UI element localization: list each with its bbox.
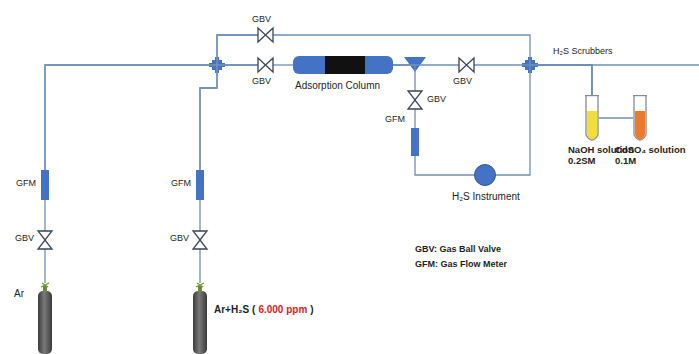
label-group: GBV [252, 76, 271, 86]
node-label: GBV [453, 76, 472, 86]
flow-meter-outline [411, 128, 419, 156]
gas-line [199, 200, 200, 231]
node-label: GBV [252, 14, 271, 24]
gas-line [200, 65, 258, 170]
ball-valve: GBV [258, 28, 273, 42]
scrubber-vial: CdSO₄ solution 0.1M [633, 95, 647, 141]
abbreviation-note: GBV: Gas Ball Valve [415, 244, 501, 254]
gas-line [45, 35, 258, 170]
node-label: GBV [427, 94, 446, 104]
label-group: GBV [15, 233, 34, 243]
ball-valve: GBV [408, 91, 422, 109]
label-group: GBV [252, 14, 271, 24]
gas-cylinder-outline [38, 283, 52, 354]
gas-line [414, 109, 415, 128]
label-group: CdSO₄ solution 0.1M [615, 144, 695, 166]
ball-valve: GBV [193, 231, 207, 249]
node-label: GBV [15, 233, 34, 243]
flow-meter: GFM [41, 170, 49, 200]
gas-line [474, 65, 592, 95]
node-label: GBV [170, 233, 189, 243]
node-label: 6.000 ppm [258, 304, 307, 315]
label-group: Ar [14, 288, 24, 299]
gas-line [199, 249, 200, 283]
label-group: Adsorption Column [295, 80, 380, 91]
ball-valve-outline [408, 91, 422, 109]
label-group: GFM [385, 114, 405, 124]
flow-meter-outline [196, 170, 204, 200]
flow-meter: GFM [411, 128, 419, 156]
gas-line [44, 200, 45, 231]
label-group: GFM [171, 178, 191, 188]
gas-cylinder: Ar [38, 283, 52, 354]
label-group: H₂S Instrument [452, 191, 520, 202]
gas-cylinder: Ar+H₂S (6.000 ppm) [193, 283, 207, 354]
gas-line [273, 64, 293, 65]
gas-line [45, 65, 258, 170]
ball-valve: GBV [258, 58, 273, 72]
label-group: GBV [453, 76, 472, 86]
node-label: GFM [171, 178, 191, 188]
gas-line [415, 156, 474, 175]
gas-line [44, 249, 45, 283]
gas-line [599, 117, 633, 118]
node-label: ) [310, 304, 313, 315]
gas-cylinder-outline [193, 283, 207, 354]
scrubber-vial: NaOH solution 0.2SM [585, 95, 599, 141]
ball-valve-outline [38, 231, 52, 249]
scrubber-vial-outline [633, 95, 647, 141]
node-label: H₂S Instrument [452, 191, 520, 202]
node-label: GBV [252, 76, 271, 86]
h2s-instrument-outline [474, 164, 496, 186]
flow-meter-outline [41, 170, 49, 200]
label-group: Ar+H₂S (6.000 ppm) [214, 304, 314, 315]
node-label: Adsorption Column [295, 80, 380, 91]
section-label: H₂S Scrubbers [553, 46, 613, 56]
ball-valve-outline [258, 58, 273, 72]
ball-valve-outline [459, 58, 474, 72]
flow-meter: GFM [196, 170, 204, 200]
scrubber-vial-outline [585, 95, 599, 141]
gas-line [273, 35, 592, 95]
ball-valve-outline [258, 28, 273, 42]
ball-valve: GBV [459, 58, 474, 72]
gas-line [393, 65, 415, 91]
abbreviation-note: GFM: Gas Flow Meter [415, 259, 507, 269]
adsorption-column: Adsorption Column [293, 56, 393, 74]
label-group: GBV [427, 94, 446, 104]
gas-line [200, 35, 258, 170]
node-label: Ar+H₂S ( [214, 304, 255, 315]
ball-valve-outline [193, 231, 207, 249]
node-label: CdSO₄ solution 0.1M [615, 144, 695, 166]
h2s-instrument: H₂S Instrument [474, 164, 496, 186]
node-label: GFM [385, 114, 405, 124]
node-label: Ar [14, 288, 24, 299]
node-label: GFM [16, 178, 36, 188]
ball-valve: GBV [38, 231, 52, 249]
label-group: GBV [170, 233, 189, 243]
adsorption-column-outline [293, 56, 393, 74]
label-group: GFM [16, 178, 36, 188]
